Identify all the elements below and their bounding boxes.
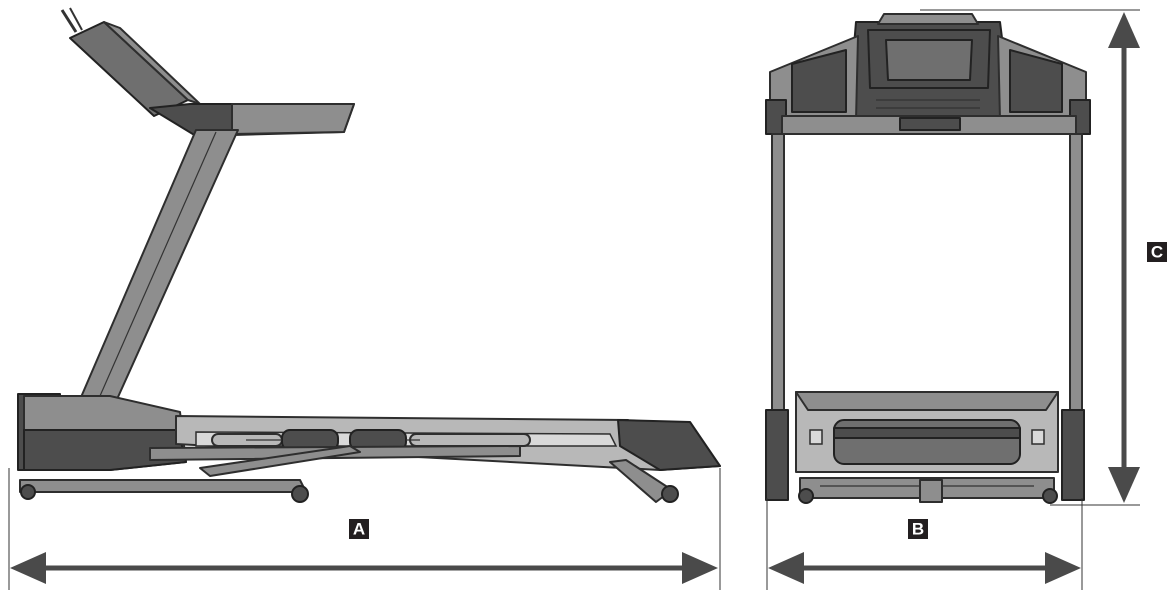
treadmill-front-view: [765, 13, 1091, 504]
dimension-b-width: [766, 498, 1083, 590]
label-a-text: A: [353, 520, 365, 539]
label-b: B: [908, 519, 928, 539]
dimension-c-height: [920, 9, 1140, 506]
label-b-text: B: [912, 520, 924, 539]
treadmill-side-view: [17, 7, 721, 503]
side-console: [69, 21, 355, 137]
front-base: [765, 391, 1085, 504]
label-c: C: [1147, 242, 1167, 262]
front-console: [765, 13, 1091, 135]
label-c-text: C: [1151, 243, 1163, 262]
dimension-a-length: [8, 468, 721, 590]
front-upright-right: [1069, 133, 1083, 415]
front-upright-left: [771, 133, 785, 415]
side-deck: [175, 415, 721, 471]
side-base: [19, 445, 679, 503]
label-a: A: [349, 519, 369, 539]
